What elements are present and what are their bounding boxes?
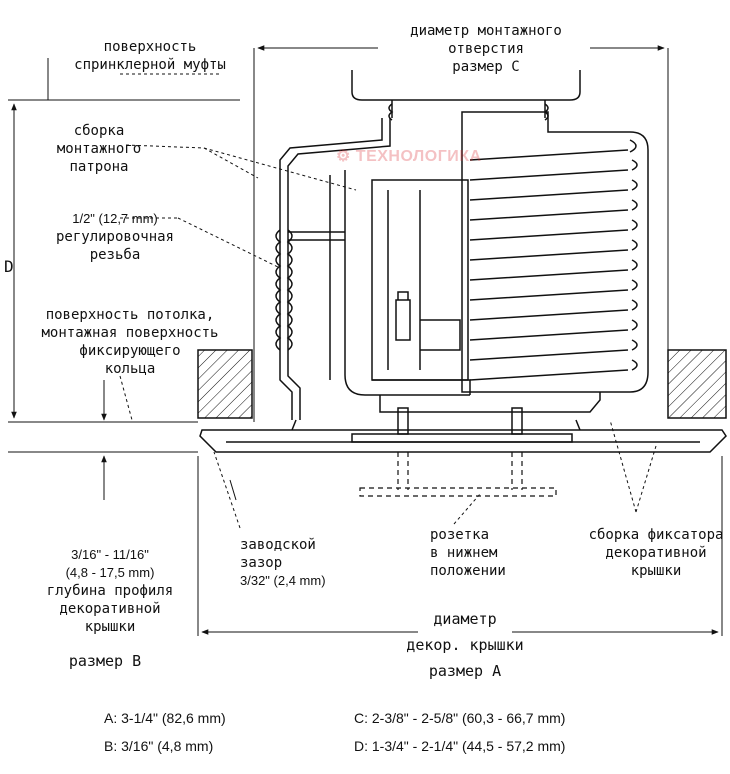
label-rosette: розетка в нижнем положении — [430, 526, 506, 580]
text-line: (4,8 - 17,5 mm) — [65, 565, 155, 580]
rosette-lowered — [359, 452, 557, 497]
dimension-a: A: 3-1/4" (82,6 mm) — [104, 710, 226, 726]
text-line: 3/32" (2,4 mm) — [240, 573, 326, 588]
text-line: размер A — [428, 662, 502, 680]
text-line: 3/16" - 11/16" — [71, 547, 149, 562]
text-line: в нижнем — [430, 545, 498, 561]
text-line: зазор — [240, 555, 283, 571]
label-mount-hole: диаметр монтажного отверстия размер C — [376, 22, 596, 76]
watermark: ⚙ ТЕХНОЛОГИКА — [336, 146, 482, 166]
dimension-lines — [8, 45, 723, 636]
text-line: отверстия — [448, 41, 524, 57]
dimension-d: D: 1-3/4" - 2-1/4" (44,5 - 57,2 mm) — [354, 738, 566, 754]
label-depth: 3/16" - 11/16" (4,8 - 17,5 mm) глубина п… — [24, 546, 196, 636]
label-thread: 1/2" (12,7 mm) регулировочная резьба — [40, 210, 190, 264]
cover-plate — [199, 419, 727, 453]
label-coupling-surface: поверхность спринклерной муфты — [50, 38, 250, 74]
label-retainer: сборка фиксатора декоративной крышки — [586, 526, 726, 580]
text-line: фиксирующего — [79, 343, 181, 359]
gear-icon: ⚙ — [336, 148, 351, 165]
text-line: 1/2" (12,7 mm) — [72, 211, 158, 226]
text-line: поверхность — [103, 39, 197, 55]
text-line: крышки — [630, 563, 682, 579]
text-line: резьба — [89, 247, 141, 263]
text-line: крышки — [84, 619, 136, 635]
dimension-b: B: 3/16" (4,8 mm) — [104, 738, 214, 754]
text-line: диаметр — [433, 610, 497, 628]
cup-body — [379, 111, 649, 413]
text-line: декор. крышки — [406, 636, 524, 654]
text-line: глубина профиля — [46, 583, 174, 599]
text-line: положении — [430, 563, 506, 579]
text-line: сборка — [73, 123, 125, 139]
text-line: диаметр монтажного — [410, 23, 562, 39]
label-d: D — [4, 257, 14, 276]
label-gap: заводской зазор 3/32" (2,4 mm) — [240, 536, 326, 590]
text-line: декоративной — [605, 545, 707, 561]
watermark-text: ТЕХНОЛОГИКА — [355, 148, 482, 165]
text-line: заводской — [240, 537, 316, 553]
text-line: монтажного — [56, 141, 142, 157]
ceiling-right — [667, 349, 727, 419]
text-line: регулировочная — [55, 229, 174, 245]
text-line: размер C — [452, 59, 520, 75]
text-line: сборка фиксатора — [588, 527, 724, 543]
ceiling-left — [197, 349, 253, 419]
text-line: спринклерной муфты — [74, 57, 226, 73]
text-line: поверхность потолка, — [45, 307, 215, 323]
text-line: патрона — [69, 159, 129, 175]
label-size-b: размер B — [68, 652, 142, 670]
label-ceiling: поверхность потолка, монтажная поверхнос… — [20, 306, 240, 378]
text-line: кольца — [104, 361, 156, 377]
text-line: декоративной — [59, 601, 161, 617]
dimension-c: C: 2-3/8" - 2-5/8" (60,3 - 66,7 mm) — [354, 710, 566, 726]
cartridge-assembly — [275, 118, 471, 420]
label-cartridge: сборка монтажного патрона — [40, 122, 158, 176]
text-line: розетка — [430, 527, 490, 543]
text-line: монтажная поверхность — [41, 325, 219, 341]
label-cover-diameter: диаметр декор. крышки размер A — [360, 606, 570, 684]
leader-lines — [119, 73, 657, 529]
